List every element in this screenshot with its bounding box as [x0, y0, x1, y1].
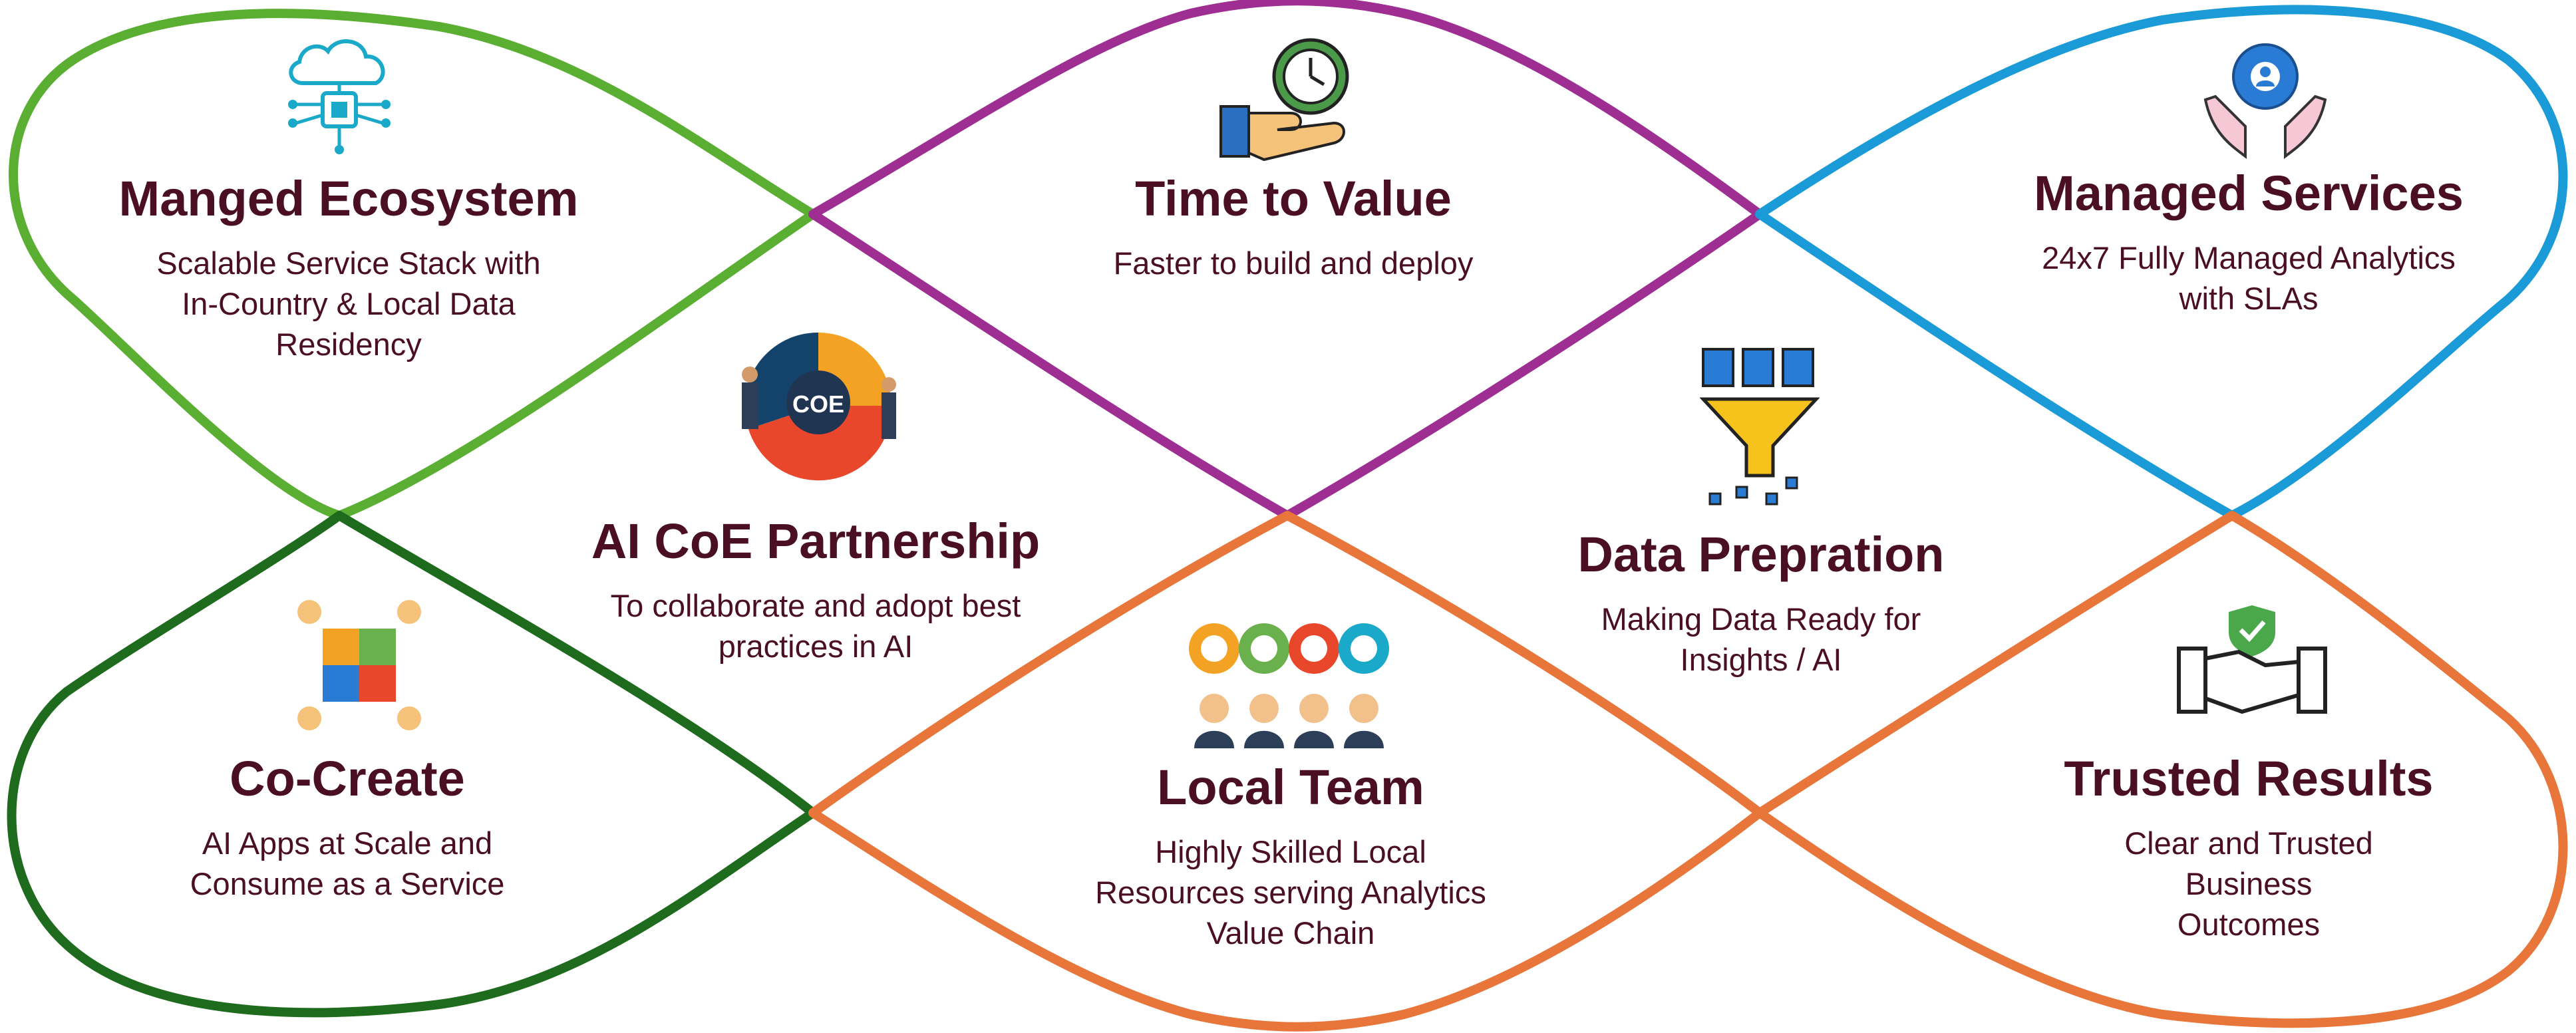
desc-line: Faster to build and deploy — [1113, 245, 1474, 281]
item-title: Local Team — [1157, 760, 1424, 815]
team-icon — [1189, 623, 1389, 748]
item-description: 24x7 Fully Managed Analytics with SLAs — [2034, 237, 2464, 319]
desc-line: Insights / AI — [1680, 642, 1842, 678]
puzzle-icon — [297, 600, 421, 730]
loop-blue — [1755, 5, 2568, 520]
desc-line: Clear and Trusted Business — [2124, 825, 2373, 902]
item-description: AI Apps at Scale and Consume as a Servic… — [190, 823, 505, 904]
loop-orange-right — [1755, 511, 2568, 1028]
desc-line: 24x7 Fully Managed Analytics — [2042, 240, 2456, 276]
handshake-shield-icon — [2177, 605, 2327, 714]
coe-icon: COE — [742, 332, 896, 481]
item-description: Clear and Trusted Business Outcomes — [2064, 823, 2433, 945]
desc-line: Resources serving Analytics — [1095, 875, 1486, 911]
desc-line: AI Apps at Scale and — [202, 825, 493, 861]
item-description: Highly Skilled Local Resources serving A… — [1095, 831, 1486, 953]
item-co-create: Co-Create AI Apps at Scale and Consume a… — [190, 752, 505, 904]
item-title: Co-Create — [230, 751, 465, 806]
item-ai-coe-partnership: AI CoE Partnership To collaborate and ad… — [591, 514, 1040, 666]
desc-line: Residency — [275, 327, 422, 363]
cloud-chip-icon — [288, 39, 391, 154]
desc-line: In-Country & Local Data — [182, 286, 516, 322]
item-title: Managed Services — [2034, 166, 2464, 221]
desc-line: Scalable Service Stack with — [156, 245, 541, 281]
desc-line: practices in AI — [718, 629, 913, 664]
item-local-team: Local Team Highly Skilled Local Resource… — [1095, 760, 1486, 953]
item-trusted-results: Trusted Results Clear and Trusted Busine… — [2064, 752, 2433, 945]
item-description: To collaborate and adopt best practices … — [591, 585, 1040, 666]
coe-label: COE — [792, 390, 844, 418]
desc-line: Value Chain — [1206, 915, 1375, 951]
loop-purple — [808, 0, 1764, 520]
item-manged-ecosystem: Manged Ecosystem Scalable Service Stack … — [119, 172, 579, 365]
desc-line: Consume as a Service — [190, 866, 505, 902]
item-description: Scalable Service Stack with In-Country &… — [119, 243, 579, 365]
desc-line: Outcomes — [2177, 907, 2321, 943]
data-funnel-icon — [1700, 348, 1820, 506]
item-title: Data Prepration — [1577, 527, 1945, 582]
item-data-prepration: Data Prepration Making Data Ready for In… — [1577, 527, 1944, 680]
item-time-to-value: Time to Value Faster to build and deploy — [1114, 172, 1474, 283]
gear-hands-icon — [2203, 43, 2327, 159]
desc-line: To collaborate and adopt best — [610, 588, 1021, 624]
desc-line: Highly Skilled Local — [1155, 834, 1426, 870]
item-title: Manged Ecosystem — [118, 171, 579, 226]
loop-dark-green — [7, 511, 818, 1018]
item-managed-services: Managed Services 24x7 Fully Managed Anal… — [2034, 166, 2464, 319]
item-title: Time to Value — [1135, 171, 1452, 226]
item-title: Trusted Results — [2064, 751, 2434, 806]
loop-green — [9, 9, 818, 520]
item-description: Faster to build and deploy — [1114, 243, 1474, 283]
clock-hand-icon — [1219, 38, 1349, 162]
item-description: Making Data Ready for Insights / AI — [1577, 599, 1944, 680]
item-title: AI CoE Partnership — [591, 514, 1041, 569]
loop-orange-center — [808, 511, 1764, 1032]
desc-line: with SLAs — [2179, 281, 2319, 317]
desc-line: Making Data Ready for — [1601, 601, 1921, 637]
